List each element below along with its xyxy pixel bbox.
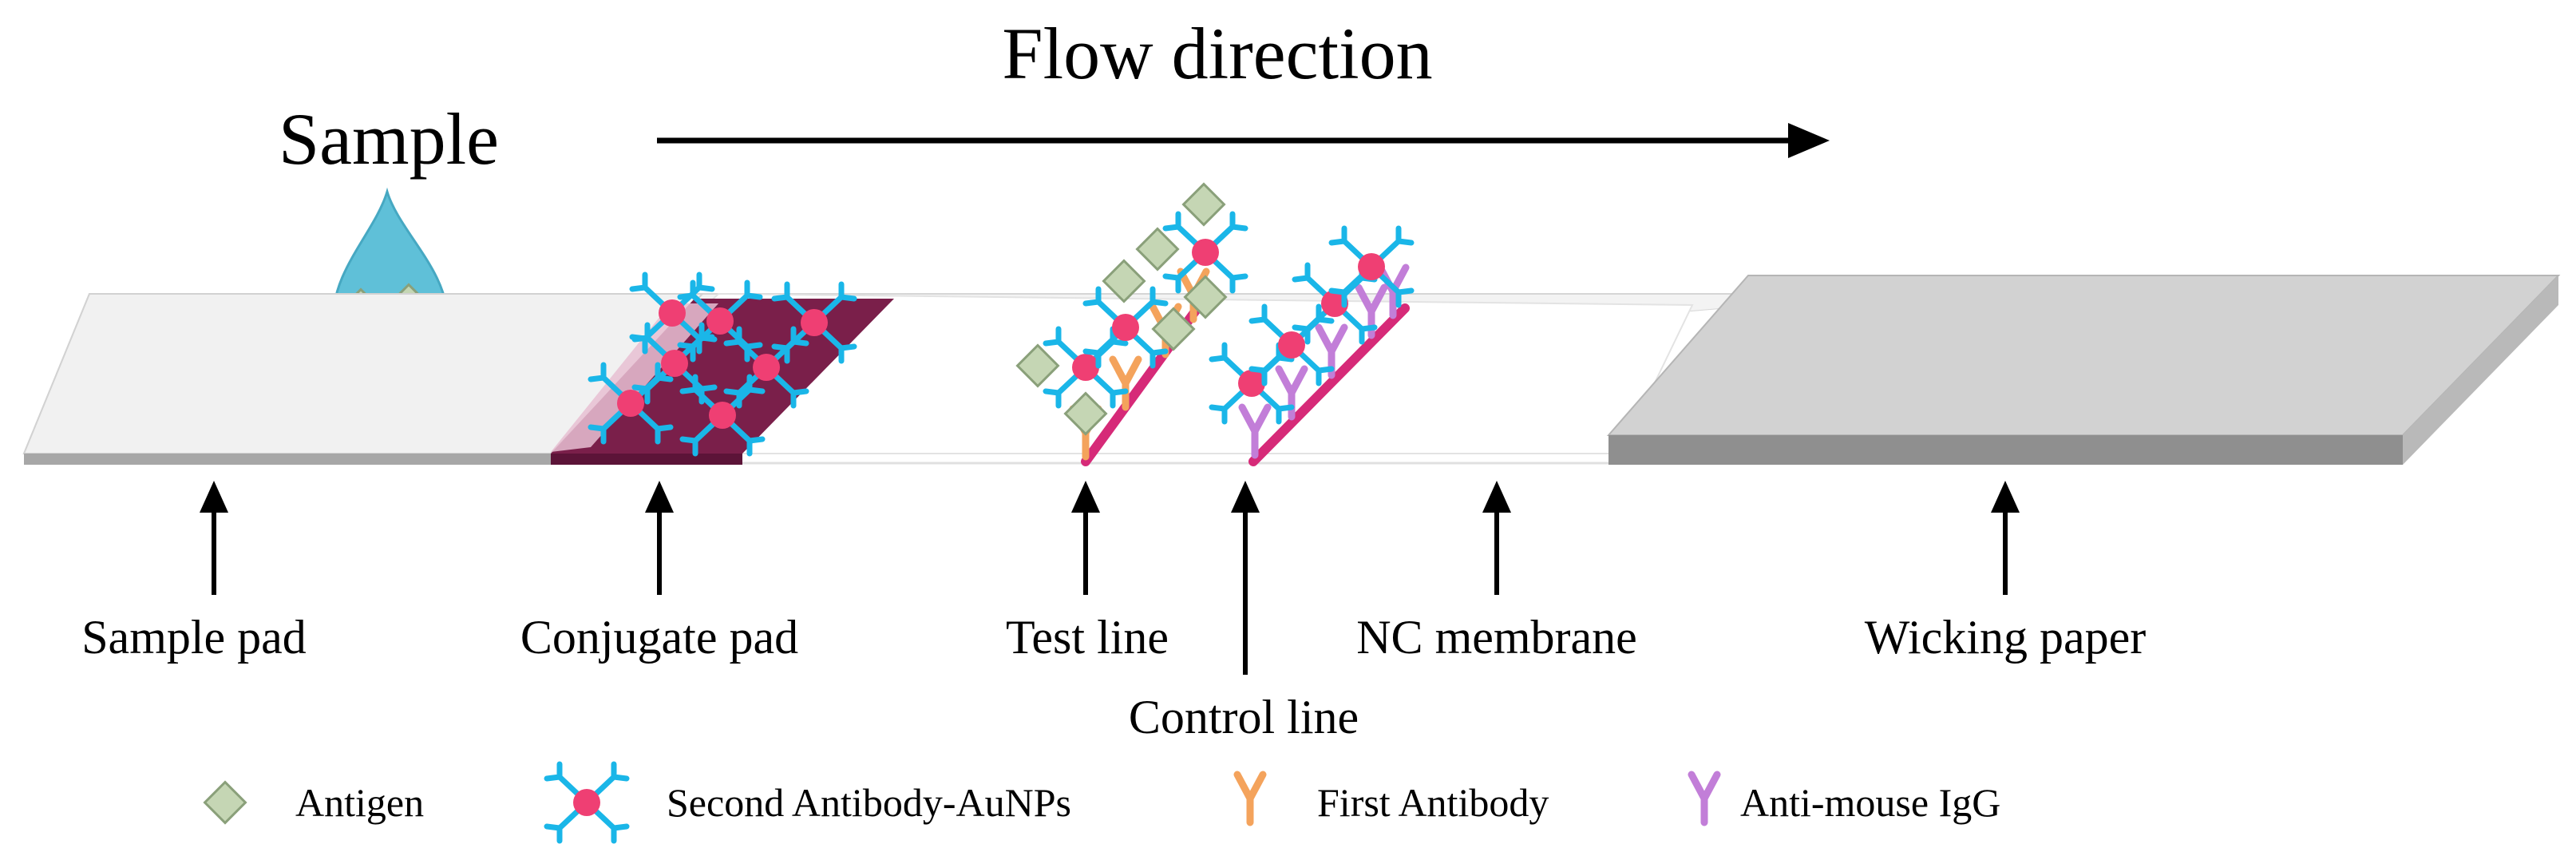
diagram-title: Flow direction xyxy=(1002,13,1432,94)
legend-first-antibody-icon xyxy=(1237,775,1263,822)
pointer-arrows xyxy=(200,481,2020,675)
legend-antigen-icon xyxy=(204,781,247,824)
control-line-label: Control line xyxy=(1129,691,1359,743)
legend-anti-mouse-label: Anti-mouse IgG xyxy=(1740,780,2000,825)
wicking-paper xyxy=(1606,275,2561,465)
legend-antigen-label: Antigen xyxy=(295,780,424,825)
sample-pad-label: Sample pad xyxy=(81,611,307,664)
wicking-paper-label: Wicking paper xyxy=(1865,611,2146,664)
test-line-label: Test line xyxy=(1006,611,1169,664)
flow-arrow xyxy=(657,123,1830,158)
conjugate-pad-label: Conjugate pad xyxy=(520,611,798,664)
legend: Antigen Second Antibody-AuNPs First Anti… xyxy=(204,764,2000,841)
nc-membrane-label: NC membrane xyxy=(1356,611,1637,664)
conjugate-pad xyxy=(551,275,894,465)
legend-second-antibody-label: Second Antibody-AuNPs xyxy=(667,780,1071,825)
sample-label: Sample xyxy=(279,98,499,180)
legend-first-antibody-label: First Antibody xyxy=(1317,780,1549,825)
legend-anti-mouse-icon xyxy=(1692,775,1717,822)
legend-second-antibody-icon xyxy=(547,764,627,841)
test-line-zone xyxy=(1016,183,1245,466)
control-line-zone xyxy=(1212,228,1411,466)
